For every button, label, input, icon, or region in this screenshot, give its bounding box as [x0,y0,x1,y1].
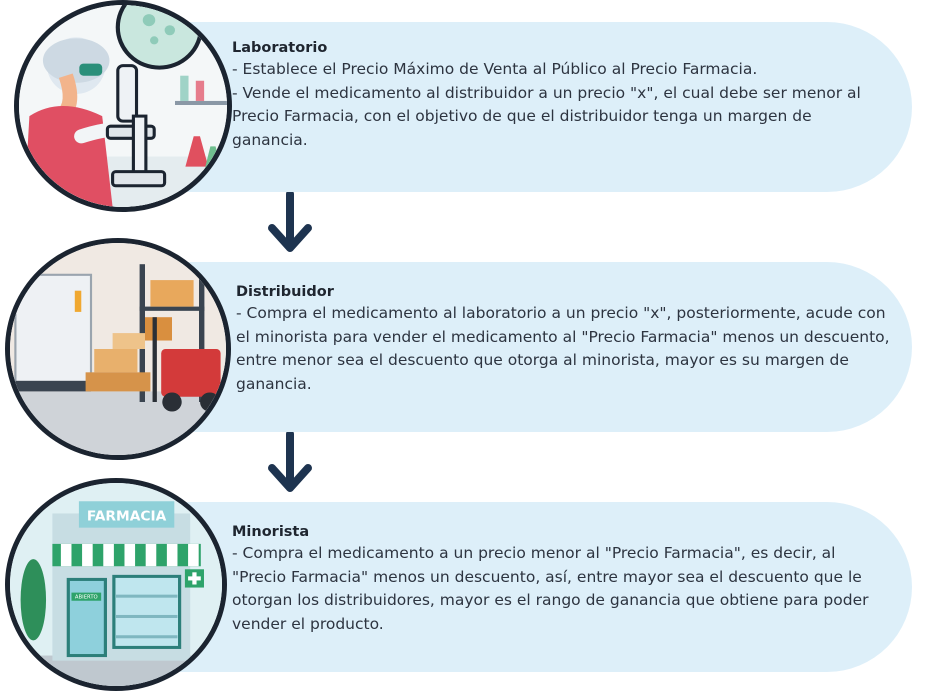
laboratory-scientist-icon [14,0,232,212]
door-sign-text: ABIERTO [75,595,98,601]
step-card-laboratorio: Laboratorio - Establece el Precio Máximo… [150,22,912,192]
step-line: - Establece el Precio Máximo de Venta al… [232,60,758,78]
step-title: Laboratorio [232,40,328,56]
step-card-minorista: Minorista - Compra el medicamento a un p… [150,502,912,672]
step-line: - Vende el medicamento al distribuidor a… [232,83,861,149]
step-card-distribuidor: Distribuidor - Compra el medicamento al … [150,262,912,432]
pharmacy-store-icon: FARMACIA ABIERTO [5,478,227,691]
arrow-down-icon [268,192,312,252]
step-line: - Compra el medicamento al laboratorio a… [236,304,890,393]
step-title: Minorista [232,524,310,540]
store-sign-text: FARMACIA [87,509,167,525]
warehouse-forklift-icon [5,238,231,460]
step-line: - Compra el medicamento a un precio meno… [232,544,869,633]
step-title: Distribuidor [236,284,334,300]
arrow-down-icon [268,432,312,492]
